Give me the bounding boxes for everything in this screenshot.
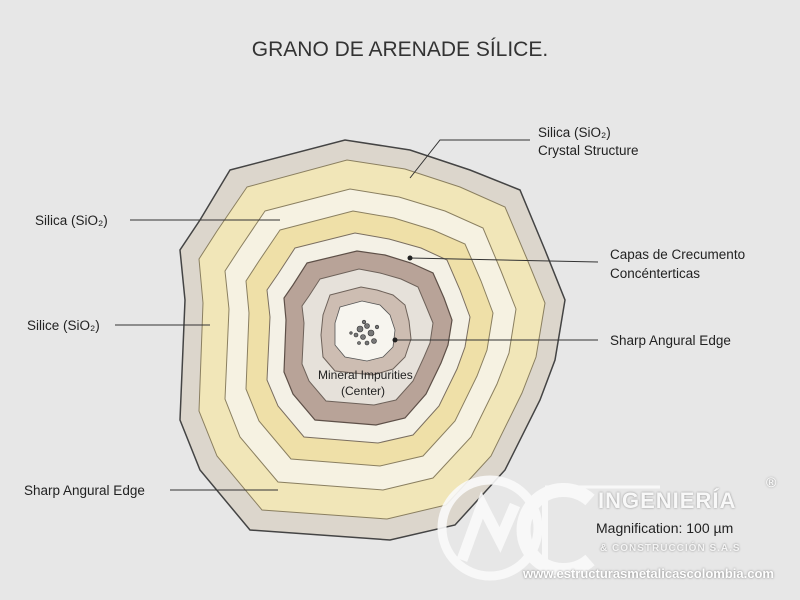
leader-lines xyxy=(115,139,599,491)
label-silica-crystal-line1: Silica (SiO₂) xyxy=(538,125,611,140)
label-sharp-edge-right: Sharp Angural Edge xyxy=(610,333,731,348)
watermark-url: www.estructurasmetalicascolombia.com xyxy=(523,566,774,581)
watermark-subtitle: & CONSTRUCCIÓN S.A.S xyxy=(600,543,741,554)
label-capas-line2: Concénterticas xyxy=(610,266,701,281)
label-capas-line1: Capas de Crecumento xyxy=(610,247,746,262)
label-silica-left: Silica (SiO₂) xyxy=(35,213,108,228)
label-silica-crystal-line2: Crystal Structure xyxy=(538,143,639,158)
magnification-label: Magnification: 100 µm xyxy=(596,520,734,536)
watermark-logo xyxy=(437,475,660,581)
label-center-line1: Mineral Impurities xyxy=(318,368,413,382)
label-sharp-edge-left: Sharp Angural Edge xyxy=(24,483,145,498)
label-center-line2: (Center) xyxy=(341,384,386,398)
diagram-title: GRANO DE ARENADE SÍLICE. xyxy=(251,38,549,61)
core xyxy=(334,300,396,362)
mineral-impurities xyxy=(349,319,380,346)
watermark-registered: ® xyxy=(766,474,777,490)
watermark-name: INGENIERÍA xyxy=(598,488,737,513)
label-silice-left: Silice (SiO₂) xyxy=(27,318,100,333)
